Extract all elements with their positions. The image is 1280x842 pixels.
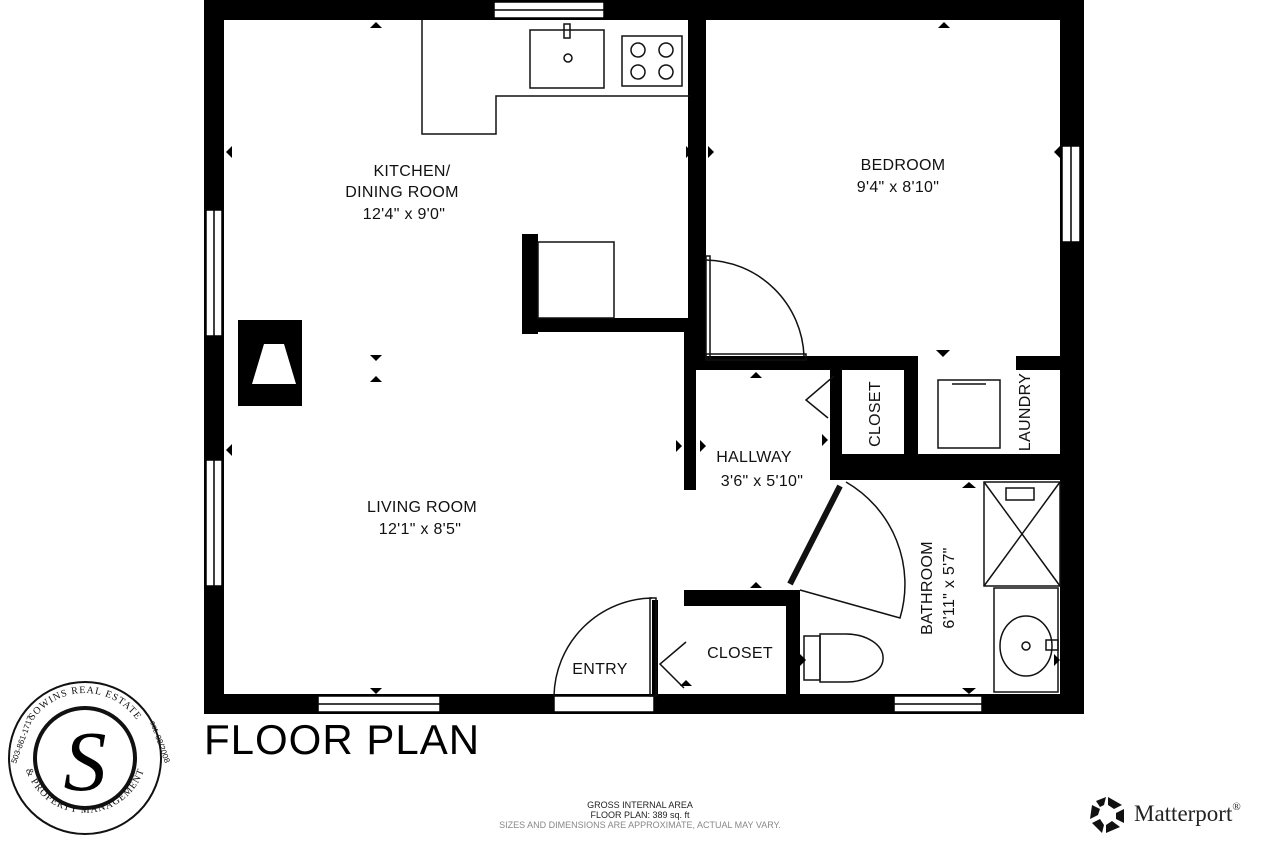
logo-phone: 503-861-1717 <box>9 714 35 764</box>
doors <box>553 255 906 697</box>
area-value: FLOOR PLAN: 389 sq. ft <box>590 810 690 820</box>
kitchen-dims: 12'4" x 9'0" <box>363 206 445 223</box>
kitchen-label-line1: KITCHEN/ <box>373 163 450 180</box>
laundry-fixture <box>937 379 1001 449</box>
living-room-label: LIVING ROOM <box>367 499 477 516</box>
kitchen-label-line2: DINING ROOM <box>345 184 459 201</box>
room-labels: KITCHEN/ DINING ROOM 12'4" x 9'0" BEDROO… <box>345 157 1034 678</box>
entry-label: ENTRY <box>572 661 627 678</box>
matterport-name: Matterport® <box>1134 801 1241 826</box>
logo-est: est. 08/2008 <box>148 720 170 765</box>
bedroom-label: BEDROOM <box>861 157 946 174</box>
entry-closet-label: CLOSET <box>707 645 773 662</box>
markers <box>226 22 1060 694</box>
walls <box>204 0 1084 714</box>
matterport-logo-icon <box>1090 797 1124 833</box>
logo-letter: S <box>64 713 107 809</box>
hallway-label: HALLWAY <box>716 449 792 466</box>
hallway-dims: 3'6" x 5'10" <box>721 473 803 490</box>
area-heading: GROSS INTERNAL AREA <box>587 800 693 810</box>
matterport-brand: Matterport® <box>1088 795 1268 835</box>
bathroom-label: BATHROOM <box>919 541 936 635</box>
hall-closet-label: CLOSET <box>867 381 884 447</box>
page-title: FLOOR PLAN <box>204 716 481 763</box>
laundry-label: LAUNDRY <box>1017 373 1034 451</box>
area-disclaimer: SIZES AND DIMENSIONS ARE APPROXIMATE, AC… <box>499 820 781 830</box>
bedroom-dims: 9'4" x 8'10" <box>857 179 939 196</box>
living-room-dims: 12'1" x 8'5" <box>379 521 461 538</box>
windows <box>205 1 1081 713</box>
area-footer: GROSS INTERNAL AREA FLOOR PLAN: 389 sq. … <box>440 800 840 830</box>
fireplace <box>238 320 302 406</box>
bathroom-fixtures <box>803 481 1061 693</box>
kitchen-fixtures <box>421 20 690 319</box>
bathroom-dims: 6'11" x 5'7" <box>941 547 958 628</box>
sowins-logo: SOWINS REAL ESTATE & PROPERTY MANAGEMENT… <box>0 672 172 837</box>
